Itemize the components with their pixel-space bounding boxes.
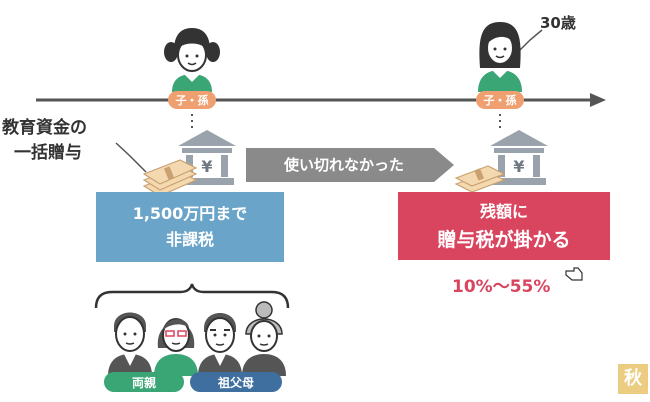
gift-tax-box: 残額に 贈与税が掛かる — [398, 192, 610, 260]
svg-text:¥: ¥ — [513, 157, 524, 176]
tax-free-line2: 非課税 — [165, 230, 214, 249]
tax-free-box: 1,500万円まで 非課税 — [96, 192, 284, 262]
grandmother-icon — [242, 301, 286, 376]
mother-icon — [154, 318, 198, 376]
father-icon — [108, 312, 152, 376]
bank-icon-right: ¥ — [490, 130, 548, 185]
adult-child-figure-icon — [478, 22, 522, 92]
unused-arrow-shape — [246, 148, 454, 182]
money-stack-icon-right — [454, 165, 506, 193]
pointer-hand-icon — [565, 267, 583, 281]
svg-text:¥: ¥ — [201, 157, 212, 176]
tax-free-line1: 1,500万円まで — [132, 204, 248, 223]
unused-arrow-label: 使い切れなかった — [283, 156, 404, 174]
grandfather-icon — [198, 313, 242, 376]
money-stack-icon — [142, 159, 198, 197]
grandparents-badge: 祖父母 — [190, 372, 282, 392]
parents-badge: 両親 — [104, 372, 184, 392]
tax-rate-label: 10%～55% — [452, 277, 551, 297]
gift-tax-line2: 贈与税が掛かる — [437, 229, 571, 251]
gift-label-line1: 教育資金の — [2, 118, 87, 138]
gift-label-line2: 一括贈与 — [14, 143, 82, 163]
gift-label: 教育資金の 一括贈与 — [2, 116, 87, 166]
age-label: 30歳 — [540, 14, 576, 32]
watermark-logo: 秋 — [618, 364, 648, 394]
family-brace — [94, 283, 290, 309]
child-figure-icon — [164, 28, 220, 92]
right-child-badge: 子・孫 — [476, 91, 524, 109]
left-child-badge: 子・孫 — [168, 91, 216, 109]
gift-tax-line1: 残額に — [479, 202, 528, 221]
